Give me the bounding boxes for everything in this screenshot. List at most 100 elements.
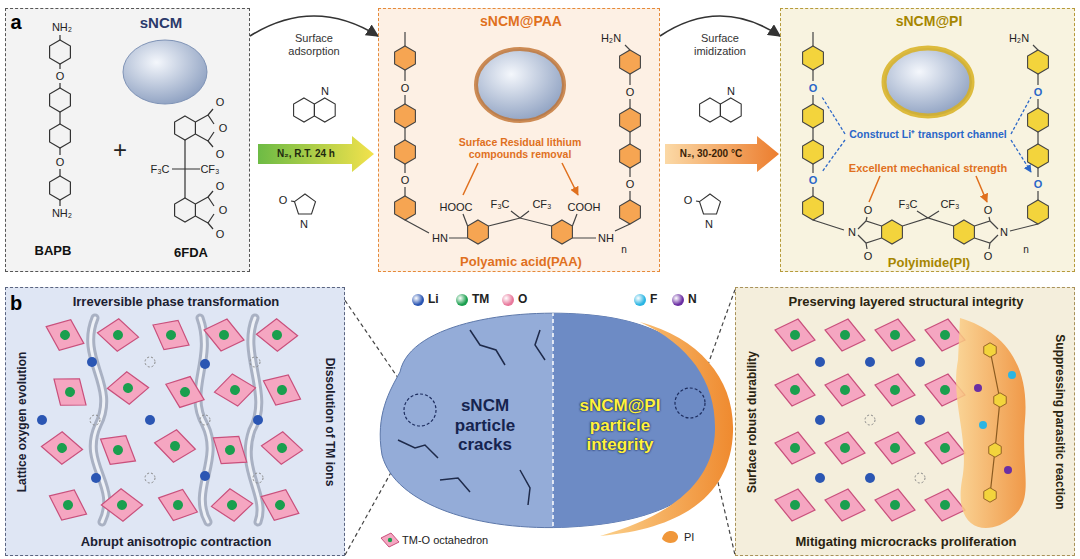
protection-panel: Preserving layered structural integrityS… (735, 287, 1075, 556)
panel-fills (735, 287, 1075, 556)
atom-label: O (219, 204, 228, 217)
particle-label: sNCM@PI particle integrity (572, 396, 668, 455)
atom-label: NH₂ (52, 207, 72, 220)
particle-label: sNCM (140, 14, 183, 31)
bapb-6fda-structure (50, 35, 214, 229)
degraded-lattice (148, 314, 195, 355)
atom-label: + (113, 136, 127, 164)
protected-lattice (865, 473, 875, 483)
paa-structure (463, 163, 578, 195)
degraded-lattice (198, 318, 210, 522)
edge-label: Surface adsorption (277, 32, 351, 57)
paa-structure (620, 50, 641, 74)
degraded-lattice (258, 486, 303, 524)
protected-lattice (815, 415, 825, 425)
degraded-lattice (200, 471, 210, 481)
protected-lattice (775, 318, 1026, 528)
bapb-6fda-structure (59, 35, 60, 206)
protected-lattice (825, 374, 865, 406)
protected-lattice (984, 343, 996, 357)
atom-label: O (216, 228, 225, 241)
paa-structure (620, 108, 641, 132)
reagent-structures (700, 194, 721, 214)
degraded-lattice (260, 429, 304, 466)
particle-shape (380, 313, 722, 527)
pi-structure (813, 32, 1038, 249)
atom-label: O (809, 174, 818, 187)
degraded-lattice (37, 314, 305, 526)
bapb-6fda-structure (175, 116, 196, 140)
protected-lattice (984, 488, 996, 502)
side-note: Suppressing parasitic reaction (1052, 334, 1066, 509)
legend-text: N (688, 293, 697, 307)
protected-lattice (865, 415, 875, 425)
legend-shape (380, 530, 400, 550)
failure-panel: Irreversible phase transformationLattice… (5, 287, 345, 556)
panel-title: Irreversible phase transformation (73, 295, 280, 310)
legend-text: O (518, 293, 527, 307)
bapb-6fda-structure (50, 88, 71, 112)
protected-lattice (825, 319, 865, 351)
crack (398, 330, 545, 505)
protected-lattice (979, 371, 1016, 429)
panel-letter: a (10, 11, 21, 34)
atom-label: HN (432, 232, 448, 245)
protected-lattice (775, 374, 815, 406)
legend-swatch (456, 294, 468, 306)
monomer-name: 6FDA (174, 246, 208, 261)
degraded-lattice (105, 367, 152, 408)
degraded-lattice (200, 359, 210, 369)
side-note: Surface robust durability (746, 351, 760, 493)
legend-swatch (412, 294, 424, 306)
bapb-6fda-structure (50, 40, 71, 64)
panel-fills (780, 8, 1075, 272)
atom-label: NH₂ (52, 21, 72, 34)
protected-lattice (990, 350, 1000, 495)
protected-lattice (825, 489, 865, 521)
paa-structure (395, 46, 641, 244)
atom-label: O (56, 156, 65, 169)
atom-label: H₂N (601, 32, 621, 45)
side-note: Lattice oxygen evolution (16, 352, 30, 493)
degraded-lattice (99, 485, 146, 526)
protected-lattice (775, 319, 815, 351)
protected-lattice (815, 357, 825, 367)
protected-lattice (915, 415, 925, 425)
panel-fills (5, 287, 345, 556)
side-note: Dissolution of TM ions (322, 358, 336, 487)
degraded-lattice (205, 428, 254, 473)
reagent-structures (696, 200, 700, 202)
atom-label: O (864, 250, 873, 263)
degraded-lattice (87, 357, 97, 367)
legend-shape (660, 527, 680, 547)
annotation: Surface Residual lithium compounds remov… (445, 136, 595, 160)
legend-text: PI (684, 531, 694, 544)
reagent-structures (295, 194, 316, 214)
monomer-name: BAPB (35, 244, 72, 259)
reagent-structures (291, 200, 295, 202)
protected-lattice (865, 357, 875, 367)
degraded-lattice (91, 318, 107, 522)
atom-label: N (321, 85, 329, 98)
atom-label: F₃C (490, 198, 509, 211)
annotation: N₂, 30-200 °C (680, 148, 742, 160)
octahedron-symbol (381, 533, 399, 547)
atom-label: N (727, 85, 735, 98)
atom-label: N (848, 226, 856, 239)
protected-lattice (979, 421, 987, 429)
degraded-lattice (145, 357, 155, 367)
particle-label: sNCM particle cracks (443, 396, 527, 455)
pi-panel: sNCM@PIPolyimide(PI) (780, 8, 1075, 272)
annotation: Construct Li⁺ transport channel (849, 128, 1006, 140)
protected-lattice (815, 357, 925, 483)
particle-shape (372, 305, 728, 550)
degraded-lattice (253, 473, 263, 483)
pi-structure (1028, 50, 1049, 74)
atom-label: HOOC (440, 201, 473, 214)
protected-lattice (775, 432, 815, 464)
atom-label: O (984, 250, 993, 263)
atom-label: H₂N (1009, 32, 1029, 45)
atom-label: O (984, 204, 993, 217)
degraded-lattice (145, 473, 155, 483)
degraded-lattice (259, 370, 305, 410)
